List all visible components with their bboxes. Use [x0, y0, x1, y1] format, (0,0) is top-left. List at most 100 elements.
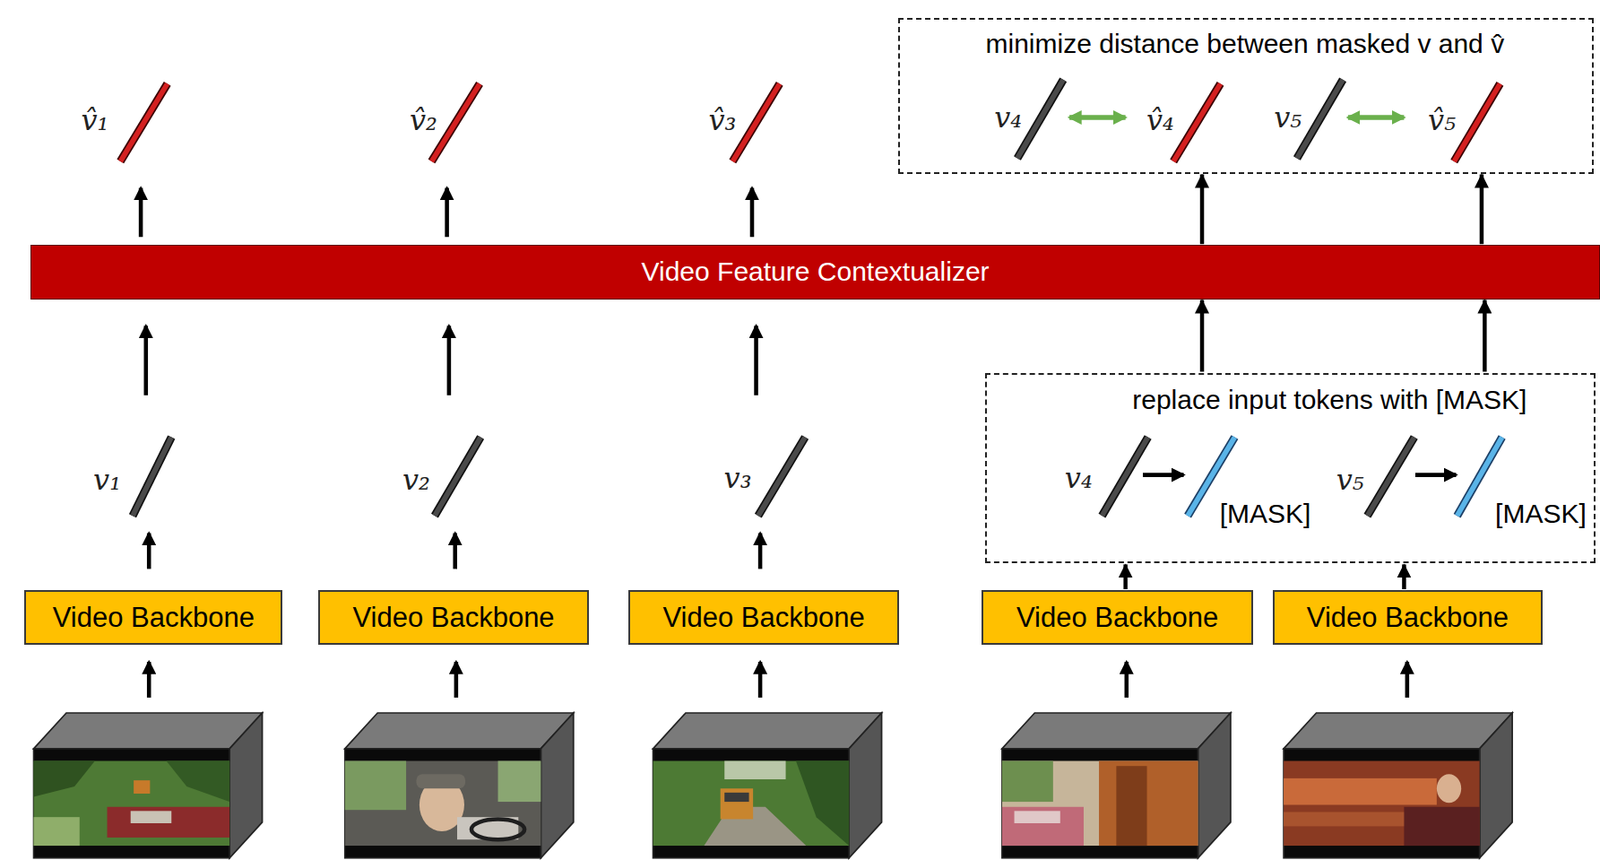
- car: [107, 806, 231, 838]
- arrow: [1124, 661, 1130, 698]
- vector-label: v̂₁: [80, 103, 109, 138]
- scene: [34, 761, 231, 847]
- face: [1436, 773, 1462, 803]
- output-vector: [432, 83, 481, 162]
- vector: [132, 436, 172, 516]
- steering-wheel: [471, 818, 525, 839]
- vector-label: v₄: [994, 101, 1022, 135]
- car-window: [130, 810, 173, 823]
- car-window: [345, 761, 407, 811]
- backbone-label: Video Backbone: [1016, 601, 1219, 634]
- frame: [653, 748, 850, 858]
- arrow: [1415, 472, 1457, 477]
- motion-blur: [1283, 811, 1407, 826]
- vector-outline: [434, 436, 481, 516]
- motion-blur: [1283, 778, 1437, 805]
- video-clip: [1002, 712, 1231, 858]
- vector-outline: [1366, 436, 1414, 516]
- vector: [758, 436, 805, 516]
- mask-token: [MASK]: [1219, 497, 1312, 529]
- vector-outline: [132, 436, 172, 516]
- mask-token: [MASK]: [1495, 497, 1587, 529]
- flow-arrow: [1401, 563, 1407, 589]
- arrow: [144, 325, 149, 395]
- car-window: [498, 761, 542, 803]
- vector: [1101, 436, 1148, 516]
- car: [1403, 806, 1479, 846]
- vector-label: v₃: [724, 460, 753, 494]
- road: [703, 806, 806, 846]
- cube-side: [540, 712, 573, 858]
- flow-arrow: [1482, 300, 1488, 372]
- contextualizer-band: Video Feature Contextualizer: [30, 244, 1600, 299]
- band-title: Video Feature Contextualizer: [641, 256, 990, 288]
- arrow: [447, 325, 452, 395]
- cube-side: [848, 712, 882, 858]
- cube-top: [345, 712, 574, 749]
- output-vector: [120, 83, 167, 162]
- arrow: [1142, 472, 1185, 477]
- backbone-box: Video Backbone: [318, 589, 589, 645]
- vector-label: v̂₂: [409, 103, 438, 138]
- backbone-label: Video Backbone: [352, 601, 554, 634]
- vector-label: v̂₄: [1146, 103, 1175, 138]
- vector-outline: [120, 83, 167, 162]
- double-arrow: [1348, 114, 1405, 121]
- car: [1002, 806, 1084, 846]
- cap: [415, 773, 466, 788]
- vector: [434, 436, 481, 516]
- vector-label: v̂₅: [1427, 103, 1456, 138]
- vector-label: v₁: [93, 463, 122, 497]
- flow-arrow: [1200, 300, 1205, 372]
- frame: [345, 748, 542, 858]
- vector: [1017, 79, 1064, 159]
- objective-text: minimize distance between masked v and v…: [985, 28, 1505, 61]
- cube-top: [1002, 712, 1231, 749]
- arrow: [147, 533, 152, 570]
- scene: [345, 761, 542, 847]
- flow-arrow: [1200, 174, 1205, 245]
- vector: [1366, 436, 1414, 516]
- cube-top: [653, 712, 883, 749]
- arrow: [454, 661, 459, 698]
- vector-outline: [758, 436, 805, 516]
- vector-outline: [1297, 79, 1343, 159]
- vector-outline: [1017, 79, 1064, 159]
- masking-box: replace input tokens with [MASK]v₄[MASK]…: [985, 372, 1597, 564]
- arrow: [444, 188, 450, 238]
- vector-label: v₂: [402, 463, 431, 497]
- sky: [724, 761, 786, 780]
- car-window: [1014, 810, 1061, 823]
- backbone-label: Video Backbone: [1306, 601, 1509, 634]
- backbone-box: Video Backbone: [981, 589, 1254, 645]
- trees: [34, 761, 96, 797]
- vector-outline: [732, 83, 779, 162]
- vector-outline: [432, 83, 481, 162]
- backbone-label: Video Backbone: [662, 601, 865, 634]
- vector-outline: [1453, 83, 1500, 162]
- cube-side: [1197, 712, 1230, 858]
- cube-side: [1479, 712, 1513, 858]
- flow-arrow: [1123, 563, 1128, 589]
- bush: [34, 816, 80, 846]
- vector-outline: [1173, 83, 1220, 162]
- vector: [1297, 79, 1343, 159]
- arrow: [138, 188, 144, 238]
- vector-label: v₅: [1273, 101, 1302, 135]
- double-arrow: [1069, 114, 1126, 121]
- vector-outline: [1101, 436, 1148, 516]
- cube-top: [1283, 712, 1513, 749]
- arrow: [1405, 661, 1410, 698]
- video-clip: [653, 712, 883, 858]
- truck-window: [724, 792, 749, 802]
- cube-side: [229, 712, 262, 858]
- arrow: [147, 661, 152, 698]
- arrow: [758, 533, 763, 570]
- arrow: [758, 661, 763, 698]
- trees: [166, 761, 231, 803]
- output-vector: [1173, 83, 1220, 162]
- distance-arrows: [1069, 114, 1404, 121]
